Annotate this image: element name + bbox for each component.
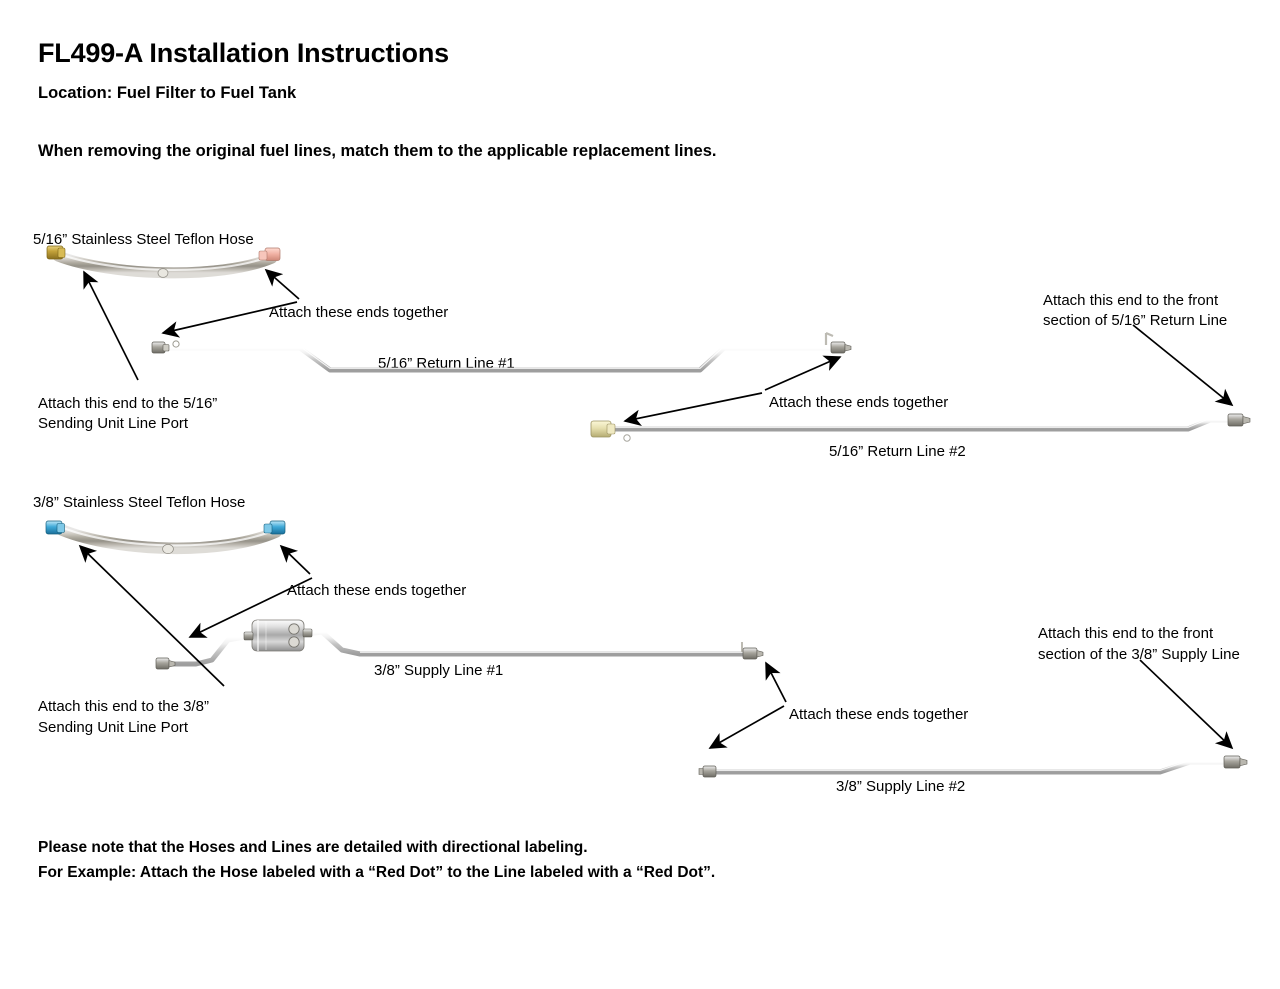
arrow-516-front-section [1132, 324, 1234, 407]
line-516-1-right-end [824, 331, 852, 354]
lead-instruction: When removing the original fuel lines, m… [38, 142, 717, 160]
arrow-516-sending-unit [83, 270, 139, 381]
footer-note-line-2: For Example: Attach the Hose labeled wit… [38, 864, 716, 881]
arrow-38-front-section [1139, 659, 1234, 750]
callout-516-sending-unit-l2: Sending Unit Line Port [38, 415, 189, 432]
hose-516-right-fitting [258, 247, 281, 261]
arrow-516-line2-left-end [623, 392, 763, 427]
callout-516-lines-together: Attach these ends together [769, 394, 949, 411]
graphic-38-hose [45, 520, 286, 555]
line-516-1-left-end [151, 340, 180, 354]
label-38-supply-line-1: 3/8” Supply Line #1 [374, 662, 504, 679]
line-38-2-right-end [1223, 755, 1248, 769]
callout-38-front-section-l2: section of the 3/8” Supply Line [1038, 646, 1240, 663]
hose-38-left-fitting [45, 520, 65, 535]
footer-note: Please note that the Hoses and Lines are… [38, 835, 715, 885]
line-516-2-left-end [590, 420, 631, 442]
callout-516-front-section-l2: section of 5/16” Return Line [1043, 312, 1228, 329]
graphic-516-return-line-2 [590, 413, 1251, 442]
label-516-return-line-2: 5/16” Return Line #2 [829, 443, 966, 460]
line-38-2-left-end [698, 765, 717, 778]
hose-38-right-fitting [263, 520, 286, 535]
label-516-hose: 5/16” Stainless Steel Teflon Hose [33, 231, 254, 248]
graphic-38-supply-line-2 [698, 755, 1248, 778]
arrow-38-line1-right-end [765, 661, 787, 703]
label-38-hose: 3/8” Stainless Steel Teflon Hose [33, 494, 246, 511]
callout-516-hose-to-line: Attach these ends together [269, 304, 449, 321]
line-516-2-right-end [1227, 413, 1251, 427]
callout-516-front-section-l1: Attach this end to the front [1043, 292, 1219, 309]
page-subtitle: Location: Fuel Filter to Fuel Tank [38, 84, 297, 102]
graphic-516-hose [46, 245, 281, 279]
page-title: FL499-A Installation Instructions [38, 38, 449, 68]
callout-38-front-section-l1: Attach this end to the front [1038, 625, 1214, 642]
callout-38-sending-unit-l1: Attach this end to the 3/8” [38, 698, 209, 715]
inline-fuel-filter [243, 619, 313, 652]
label-38-supply-line-2: 3/8” Supply Line #2 [836, 778, 966, 795]
line-38-1-left-end [155, 657, 176, 670]
callout-38-lines-together: Attach these ends together [789, 706, 969, 723]
callout-516-sending-unit-l1: Attach this end to the 5/16” [38, 395, 218, 412]
line-38-1-right-end [741, 642, 764, 660]
arrow-38-hose-right-end [279, 544, 311, 575]
arrow-38-line2-left-end [708, 705, 785, 749]
callout-38-sending-unit-l2: Sending Unit Line Port [38, 719, 189, 736]
arrow-516-hose-right-end [264, 268, 300, 300]
label-516-return-line-1: 5/16” Return Line #1 [378, 355, 515, 372]
footer-note-line-1: Please note that the Hoses and Lines are… [38, 839, 588, 856]
arrow-516-line1-right-end [764, 355, 842, 391]
arrow-38-sending-unit [78, 544, 225, 687]
callout-38-hose-to-line: Attach these ends together [287, 582, 467, 599]
